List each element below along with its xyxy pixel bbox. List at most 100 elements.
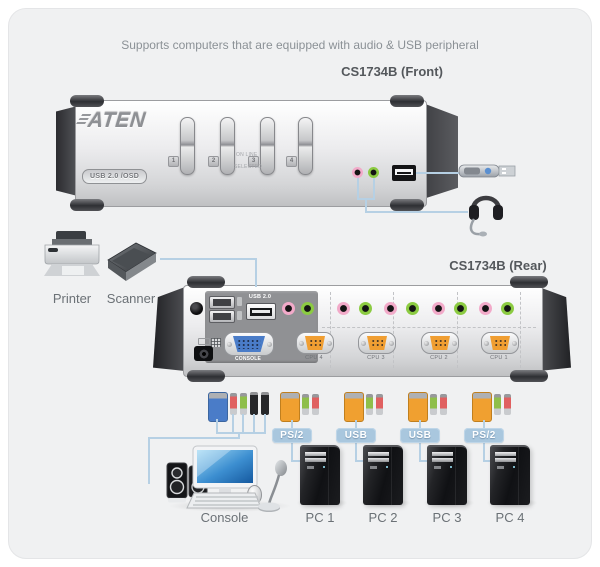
connector-line: [253, 414, 255, 434]
cpu4-mic-jack: [337, 302, 350, 315]
online-led-label: ON LINE: [236, 152, 258, 158]
diagram-subtitle: Supports computers that are equipped wit…: [121, 38, 479, 52]
front-headphone-jack: [368, 167, 379, 178]
port-number-chip: 3: [248, 156, 259, 167]
front-foot: [390, 199, 424, 211]
connector-line: [264, 414, 266, 434]
keyboard-icon: [186, 492, 262, 509]
usb-keyboard-port: [209, 310, 235, 323]
section-divider: [520, 292, 521, 368]
console-mic-jack: [282, 302, 295, 315]
connector-line: [160, 258, 257, 260]
vga-inner: [305, 336, 325, 350]
pc-tower-icon: [300, 445, 340, 505]
kvm-cable-vga-plug: [472, 392, 492, 422]
headset-icon: [469, 195, 503, 237]
cpu-port-label: CPU 3: [367, 355, 385, 361]
audio-plug-red: [312, 394, 319, 415]
connector-line: [242, 414, 244, 434]
connector-line: [291, 460, 304, 462]
interface-badge: PS/2: [272, 428, 312, 443]
connector-line: [365, 211, 468, 213]
connector-line: [355, 460, 368, 462]
port-select-button-3: [260, 117, 275, 175]
cpu1-speaker-jack: [501, 302, 514, 315]
dc-power-jack: [194, 346, 213, 361]
port-number-chip: 4: [286, 156, 297, 167]
rear-left-bracket: [153, 287, 185, 371]
microphone-icon: [258, 460, 287, 512]
kvm-cable-vga-plug: [280, 392, 300, 422]
pc-label: PC 3: [432, 510, 462, 525]
pc-label: PC 1: [305, 510, 335, 525]
dc-power-icon: [198, 338, 210, 345]
connector-line: [216, 432, 266, 434]
usb-flash-drive-icon: [458, 164, 516, 178]
pc-tower-icon: [427, 445, 467, 505]
connector-line: [148, 437, 150, 484]
scanner-label: Scanner: [106, 291, 156, 306]
interface-badge: PS/2: [464, 428, 504, 443]
front-foot: [70, 95, 104, 107]
front-mic-jack: [352, 167, 363, 178]
cpu2-mic-jack: [432, 302, 445, 315]
cpu2-vga-port: [421, 332, 459, 354]
port-select-button-4: [298, 117, 313, 175]
rear-foot: [187, 370, 225, 382]
front-foot: [390, 95, 424, 107]
interface-badge: USB: [336, 428, 376, 443]
cpu3-mic-jack: [384, 302, 397, 315]
connector-line: [238, 432, 240, 439]
port-select-button-1: [180, 117, 195, 175]
section-divider: [322, 327, 536, 328]
vga-inner: [233, 336, 265, 352]
cpu-port-label: CPU 1: [490, 355, 508, 361]
rear-foot: [510, 276, 548, 288]
connector-line: [365, 200, 367, 213]
keyboard-icon-small: [237, 311, 242, 320]
connector-line: [483, 460, 496, 462]
front-usb-port: [392, 165, 416, 181]
cpu2-speaker-jack: [454, 302, 467, 315]
front-panel-label: CS1734B (Front): [341, 64, 443, 79]
audio-plug-red: [230, 393, 237, 415]
cpu1-vga-port: [481, 332, 519, 354]
interface-badge: USB: [400, 428, 440, 443]
kvm-cable-vga-plug: [344, 392, 364, 422]
console-cable-vga-plug: [208, 392, 228, 422]
connector-line: [232, 414, 234, 434]
section-divider: [457, 292, 458, 368]
vga-inner: [490, 336, 510, 350]
vga-inner: [367, 336, 387, 350]
scanner-icon: [107, 242, 157, 281]
port-number-chip: 1: [168, 156, 179, 167]
cpu3-vga-port: [358, 332, 396, 354]
usb-plug-black: [261, 392, 269, 415]
vga-inner: [430, 336, 450, 350]
connector-line: [216, 419, 218, 434]
front-left-bracket: [56, 105, 78, 197]
audio-plug-red: [440, 394, 447, 415]
port-select-button-2: [220, 117, 235, 175]
cpu3-speaker-jack: [406, 302, 419, 315]
audio-plug-red: [376, 394, 383, 415]
rear-panel-label: CS1734B (Rear): [449, 258, 547, 273]
audio-plug-green: [302, 394, 309, 415]
audio-dc-jack: [190, 302, 203, 315]
pc-label: PC 4: [495, 510, 525, 525]
printer-label: Printer: [52, 291, 92, 306]
console-vga-port: [224, 332, 274, 356]
front-foot: [70, 199, 104, 211]
console-label: Console: [200, 510, 249, 525]
connector-line: [148, 437, 240, 439]
cpu1-mic-jack: [479, 302, 492, 315]
rear-right-bracket: [539, 287, 571, 371]
printer-icon: [44, 231, 100, 276]
port-number-chip: 2: [208, 156, 219, 167]
cpu-port-label: CPU 2: [430, 355, 448, 361]
selected-led-label: SELECTED: [234, 164, 262, 170]
usb-osd-badge: USB 2.0 /OSD: [82, 169, 148, 184]
audio-plug-green: [366, 394, 373, 415]
audio-plug-red: [504, 394, 511, 415]
section-divider: [393, 292, 394, 368]
